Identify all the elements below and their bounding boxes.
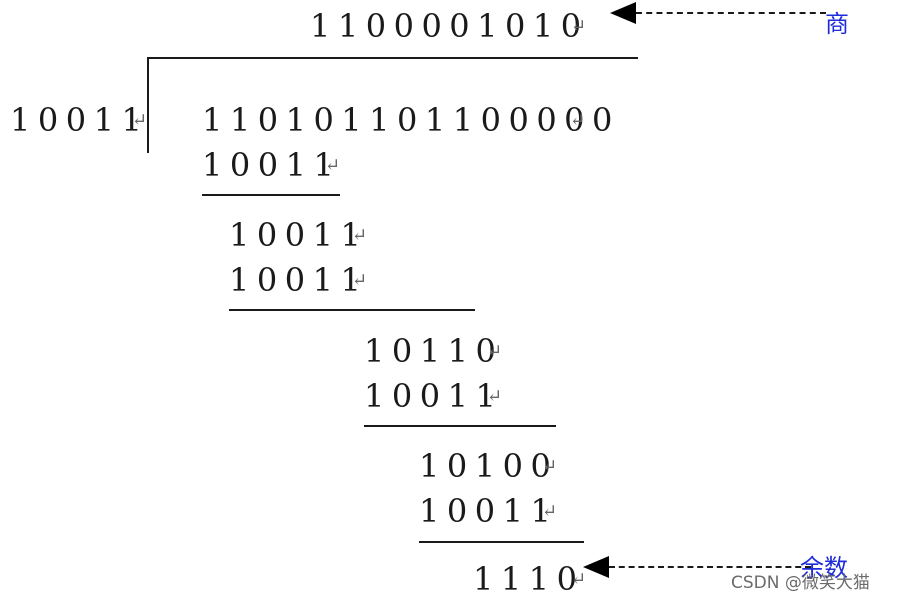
- quotient: 1100001010: [310, 7, 589, 45]
- paragraph-mark-icon: ↵: [487, 341, 503, 362]
- paragraph-mark-icon: ↵: [352, 270, 368, 291]
- step-row: 10011: [364, 377, 504, 415]
- subtraction-line: [364, 425, 556, 427]
- quotient-arrow-line: [636, 12, 826, 14]
- paragraph-mark-icon: ↵: [487, 386, 503, 407]
- quotient-label: 商: [825, 10, 849, 38]
- step-row: 10011: [202, 146, 342, 184]
- step-row: 10110: [364, 332, 504, 370]
- watermark: CSDN @微笑大猫: [731, 573, 870, 593]
- dividend: 110101101100000: [202, 101, 620, 139]
- subtraction-line: [419, 541, 584, 543]
- step-row: 10011: [419, 492, 559, 530]
- remainder: 1110: [473, 560, 585, 598]
- paragraph-mark-icon: ↵: [325, 155, 341, 176]
- division-bracket-top: [147, 57, 638, 59]
- remainder-arrow-icon: [583, 556, 609, 578]
- paragraph-mark-icon: ↵: [571, 569, 587, 590]
- paragraph-mark-icon: ↵: [542, 456, 558, 477]
- paragraph-mark-icon: ↵: [571, 16, 587, 37]
- remainder-label: 余数: [800, 554, 848, 582]
- division-bracket-side: [147, 57, 149, 153]
- step-row: 10011: [229, 216, 369, 254]
- subtraction-line: [229, 309, 475, 311]
- divisor: 10011: [10, 101, 150, 139]
- remainder-arrow-line: [609, 566, 811, 568]
- paragraph-mark-icon: ↵: [352, 225, 368, 246]
- paragraph-mark-icon: ↵: [132, 110, 148, 131]
- paragraph-mark-icon: ↵: [542, 501, 558, 522]
- paragraph-mark-icon: ↵: [570, 110, 586, 131]
- step-row: 10011: [229, 261, 369, 299]
- subtraction-line: [202, 194, 340, 196]
- quotient-arrow-icon: [610, 2, 636, 24]
- step-row: 10100: [419, 447, 559, 485]
